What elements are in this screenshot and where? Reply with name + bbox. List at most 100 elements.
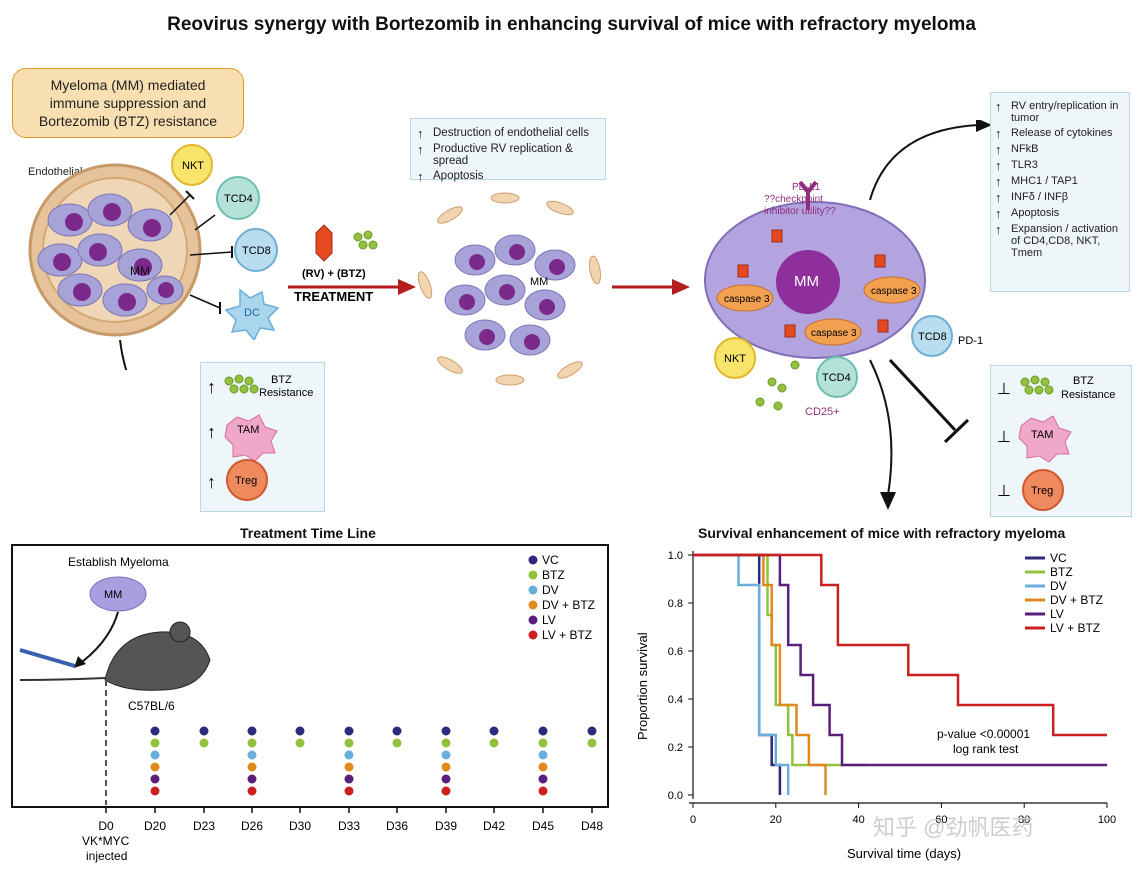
timeline-day-label: D33 [338,819,360,833]
survival-legend-label: VC [1050,551,1067,565]
d0-note-line2: injected [86,849,127,863]
dose-dot [344,786,354,796]
survival-legend-label: DV + BTZ [1050,593,1103,607]
dose-dot [247,750,257,760]
dose-dot [538,726,548,736]
dose-dot [344,738,354,748]
dose-dot [489,726,499,736]
y-tick-label: 0.2 [668,742,683,754]
caspase-label-1: caspase 3 [724,294,770,305]
survival-legend-label: LV [1050,607,1064,621]
d0-note-line1: VK*MYC [82,834,130,848]
tam-label: TAM [237,424,259,436]
mm-injection-label: MM [104,589,122,601]
y-tick-label: 0.4 [668,694,683,706]
timeline-day-label: D42 [483,819,505,833]
treated-tumor-illustration: MM [417,192,601,386]
survival-chart: Proportion survival Survival time (days)… [635,550,1116,861]
mm-nucleus-label: MM [794,273,819,290]
tam-label-2: TAM [1031,429,1053,441]
legend-label: LV [542,613,556,627]
dose-dot [441,726,451,736]
resistance-graphics: ↑ BTZ Resistance ↑ TAM ↑ Treg [207,374,313,501]
survival-legend-label: DV [1050,579,1067,593]
caspase-label-3: caspase 3 [871,286,917,297]
dose-dot [538,738,548,748]
x-tick-label: 60 [935,814,947,826]
effect-item: Productive RV replication & spread [433,143,573,167]
dose-dot [441,750,451,760]
inhibition-box: ⊥ BTZ Resistance ⊥ TAM ⊥ Treg [990,365,1132,517]
survival-legend-label: LV + BTZ [1050,621,1100,635]
legend-swatch [528,570,538,580]
svg-text:↑: ↑ [207,422,216,442]
dose-dot [441,786,451,796]
svg-text:⊥: ⊥ [997,381,1011,398]
dose-dot [344,726,354,736]
outcome-item: Expansion / activation of CD4,CD8, NKT, … [1011,223,1119,259]
pdl1-label: PD-L1 [792,182,821,193]
outcome-item: RV entry/replication in tumor [1011,100,1119,124]
survival-legend-label: BTZ [1050,565,1073,579]
legend-swatch [528,630,538,640]
timeline-ticks [105,807,593,813]
dc-cell-label: DC [244,307,260,319]
x-tick-label: 20 [770,814,782,826]
y-tick-label: 1.0 [668,550,683,562]
dose-dot [199,726,209,736]
dose-dot [538,750,548,760]
tcd4-cell-label-2: TCD4 [822,372,851,384]
logrank-label: log rank test [953,742,1019,756]
dose-dot [344,774,354,784]
legend-swatch [528,600,538,610]
legend-label: DV [542,583,559,597]
dose-dot [392,738,402,748]
effect-item: Apoptosis [433,170,484,182]
dose-dot [344,750,354,760]
tcd8-cell-label: TCD8 [242,245,271,257]
outcome-item: TLR3 [1011,159,1038,171]
dose-dot [150,750,160,760]
dose-dot [587,726,597,736]
dose-dot [538,762,548,772]
dose-dot [538,786,548,796]
legend-swatch [528,615,538,625]
treatment-arrow: (RV) + (BTZ) TREATMENT [288,224,416,304]
resistance-box: ↑ BTZ Resistance ↑ TAM ↑ Treg [200,362,325,512]
timeline-day-label: D23 [193,819,215,833]
pd1-label: PD-1 [958,335,983,347]
svg-text:⊥: ⊥ [997,483,1011,500]
tcd8-cell-label-2: TCD8 [918,331,947,343]
mm-label-treated: MM [530,276,548,288]
tcd4-cell-label: TCD4 [224,193,253,205]
survival-ylabel: Proportion survival [635,632,650,740]
mm-suppression-text: Myeloma (MM) mediated immune suppression… [38,77,218,129]
inhibition-graphics: ⊥ BTZ Resistance ⊥ TAM ⊥ Treg [997,375,1115,511]
timeline-day-label: D45 [532,819,554,833]
tumor-vessel-illustration: MM [28,163,202,370]
survival-lines [693,553,1107,795]
mm-label: MM [130,264,150,278]
dose-dot [587,738,597,748]
timeline-day-label: D26 [241,819,263,833]
outcome-item: INFδ / INFβ [1011,191,1069,203]
dose-dot [150,762,160,772]
timeline-day-label: D30 [289,819,311,833]
btz-inhibit-label-2: Resistance [1061,389,1115,401]
x-tick-label: 100 [1098,814,1116,826]
nkt-cell-label: NKT [182,160,204,172]
mm-suppression-box: Myeloma (MM) mediated immune suppression… [12,68,244,138]
timeline-day-label: D48 [581,819,603,833]
dose-dot [150,786,160,796]
y-tick-label: 0.0 [668,790,683,802]
outcome-item: MHC1 / TAP1 [1011,175,1078,187]
treg-label-2: Treg [1031,485,1053,497]
timeline-day-label: D20 [144,819,166,833]
legend-label: VC [542,553,559,567]
dose-dot [392,726,402,736]
survival-series-line [693,553,1107,767]
timeline-dots [150,726,597,796]
